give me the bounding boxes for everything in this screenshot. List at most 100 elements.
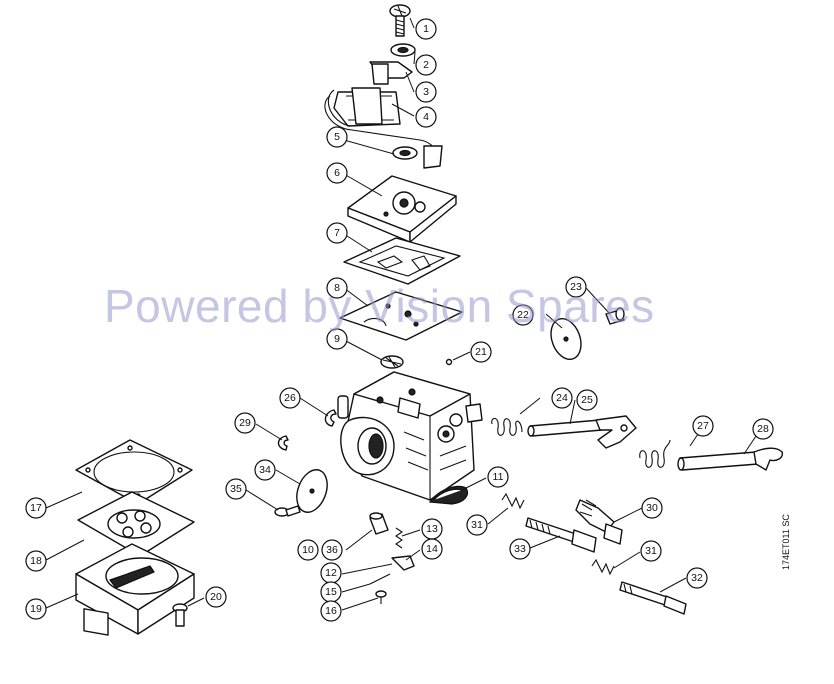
- svg-text:7: 7: [334, 227, 340, 239]
- callout-11: 11: [487, 466, 509, 488]
- svg-text:20: 20: [210, 591, 222, 603]
- svg-text:19: 19: [30, 603, 42, 615]
- svg-text:35: 35: [230, 483, 242, 495]
- callout-22: 22: [512, 304, 534, 326]
- part-5-washer: [392, 146, 418, 160]
- svg-text:33: 33: [514, 543, 526, 555]
- svg-text:32: 32: [691, 572, 703, 584]
- part-16-screw: [375, 590, 387, 604]
- callout-4: 4: [415, 106, 437, 128]
- leader-lines: [45, 17, 761, 611]
- part-13-spring: [395, 527, 403, 549]
- part-1-screw: [389, 4, 411, 37]
- svg-text:4: 4: [423, 111, 429, 123]
- part-20-screw: [172, 603, 188, 627]
- callout-31-upper: 31: [466, 514, 488, 536]
- svg-text:16: 16: [325, 605, 337, 617]
- callout-2: 2: [415, 54, 437, 76]
- callout-24: 24: [551, 387, 573, 409]
- part-33-adjusting-screw: [525, 517, 597, 553]
- callout-31-lower: 31: [640, 540, 662, 562]
- callout-25: 25: [576, 389, 598, 411]
- part-23-screw: [605, 307, 625, 325]
- callout-36: 36: [321, 539, 343, 561]
- svg-text:12: 12: [325, 567, 337, 579]
- svg-text:6: 6: [334, 167, 340, 179]
- part-9-screen: [380, 355, 404, 369]
- part-29-clip: [277, 435, 289, 451]
- callout-20: 20: [205, 586, 227, 608]
- callout-17: 17: [25, 497, 47, 519]
- svg-text:1: 1: [423, 23, 429, 35]
- callout-12: 12: [320, 562, 342, 584]
- part-31-spring-lower: [591, 558, 615, 576]
- part-6-diaphragm-cover: [347, 175, 457, 243]
- svg-text:29: 29: [239, 417, 251, 429]
- svg-text:2: 2: [423, 59, 429, 71]
- svg-text:5: 5: [334, 131, 340, 143]
- part-15-spindle: [369, 573, 391, 585]
- part-8-diaphragm: [339, 291, 463, 341]
- callout-19: 19: [25, 598, 47, 620]
- svg-text:31: 31: [645, 545, 657, 557]
- svg-text:34: 34: [259, 464, 271, 476]
- part-4-bracket: [324, 87, 443, 169]
- callout-16: 16: [320, 600, 342, 622]
- callout-15: 15: [320, 581, 342, 603]
- part-21-ball: [445, 358, 453, 366]
- part-14-lever: [391, 555, 415, 571]
- callout-33: 33: [509, 538, 531, 560]
- part-3-clip: [369, 61, 413, 85]
- svg-text:30: 30: [646, 502, 658, 514]
- callout-8: 8: [326, 277, 348, 299]
- callout-10: 10: [297, 539, 319, 561]
- svg-text:23: 23: [570, 281, 582, 293]
- svg-text:13: 13: [426, 523, 438, 535]
- svg-text:9: 9: [334, 333, 340, 345]
- callout-29: 29: [234, 412, 256, 434]
- svg-text:21: 21: [475, 346, 487, 358]
- part-27-spring: [639, 439, 671, 468]
- part-18-pump-diaphragm: [77, 491, 195, 557]
- svg-text:25: 25: [581, 394, 593, 406]
- svg-text:15: 15: [325, 586, 337, 598]
- part-7-gasket: [343, 237, 461, 285]
- svg-text:28: 28: [757, 423, 769, 435]
- part-36-plug: [369, 512, 389, 535]
- callout-23: 23: [565, 276, 587, 298]
- callout-30: 30: [641, 497, 663, 519]
- svg-text:22: 22: [517, 309, 529, 321]
- callout-34: 34: [254, 459, 276, 481]
- svg-text:36: 36: [326, 544, 338, 556]
- callout-27: 27: [692, 415, 714, 437]
- drawing-code: 174ET011 SC: [781, 514, 791, 570]
- callout-6: 6: [326, 162, 348, 184]
- part-35-screw: [274, 505, 301, 517]
- callout-18: 18: [25, 550, 47, 572]
- callout-32: 32: [686, 567, 708, 589]
- svg-text:14: 14: [426, 543, 438, 555]
- part-22-throttle-valve: [550, 317, 582, 361]
- callout-21: 21: [470, 341, 492, 363]
- svg-text:10: 10: [302, 544, 314, 556]
- callout-13: 13: [421, 518, 443, 540]
- part-2-washer: [390, 43, 416, 57]
- callout-26: 26: [279, 387, 301, 409]
- callout-7: 7: [326, 222, 348, 244]
- callout-5: 5: [326, 126, 348, 148]
- part-19-pump-cover: [75, 543, 195, 636]
- part-32-adjusting-screw: [619, 581, 687, 615]
- callout-9: 9: [326, 328, 348, 350]
- watermark: Powered by Vision Spares: [104, 280, 655, 332]
- part-30-adjusting-screw: [575, 499, 623, 545]
- callout-28: 28: [752, 418, 774, 440]
- svg-text:3: 3: [423, 86, 429, 98]
- part-34-valve: [296, 469, 328, 513]
- callout-3: 3: [415, 81, 437, 103]
- svg-text:24: 24: [556, 392, 568, 404]
- part-24-spring: [491, 417, 523, 436]
- part-25-throttle-shaft: [527, 415, 637, 449]
- svg-text:11: 11: [493, 471, 504, 483]
- part-28-choke-shaft: [677, 447, 783, 471]
